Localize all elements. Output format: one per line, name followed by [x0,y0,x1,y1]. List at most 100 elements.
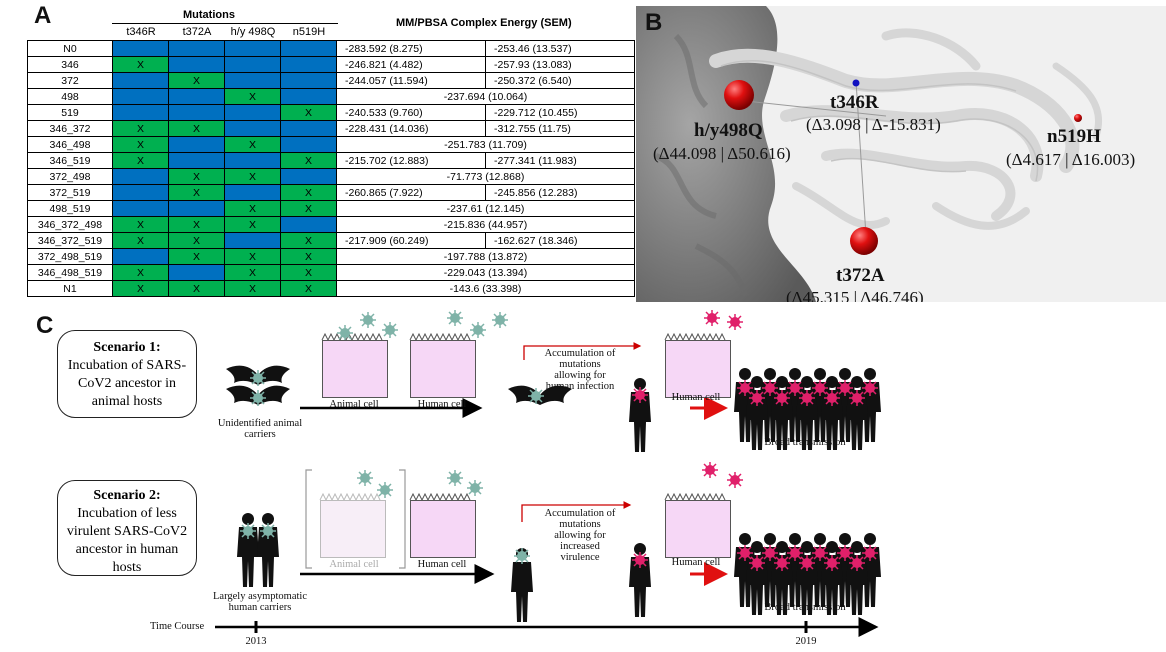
t372a-delta: (Δ45.315 | Δ46.746) [786,288,924,302]
s1-animal-cell [322,340,388,398]
mutation-cell [280,40,337,57]
panel-c-label: C [36,312,54,339]
mutation-header-519: n519H [292,26,326,38]
row-name: 346_519 [27,152,113,169]
mutation-header-346: t346R [126,26,156,38]
mutations-title: Mutations [183,9,235,21]
mutation-cell [224,104,281,121]
mutation-cell [224,72,281,89]
mutation-cell [280,88,337,105]
row-name: 372_498_519 [27,248,113,265]
scenario-1-line: CoV2 ancestor in [78,376,176,391]
mutation-cell: X [112,136,169,153]
mutation-cell [280,216,337,233]
n519h-label: n519H [1047,126,1101,147]
s1-broad-label: Broad transmission [764,437,846,448]
scenario-2-line: hosts [112,560,142,575]
mutation-cell [112,248,169,265]
scenario-1-line: Incubation of SARS- [67,358,187,373]
s1-animal-cell-label: Animal cell [329,399,379,410]
mutation-cell [112,88,169,105]
scenario-2-line: ancestor in human [75,542,179,557]
scenario-2-box: Scenario 2: Incubation of less virulent … [57,480,197,576]
accum-line: Accumulation of [544,348,616,359]
mutation-cell [168,136,225,153]
mutation-cell [168,40,225,57]
s1-human-cell [410,340,476,398]
s1-human-cell-2-label: Human cell [671,392,721,403]
residue-519-sphere [1074,114,1082,122]
energy-cell: -246.821 (4.482) [336,56,486,73]
s1-human-cell-label: Human cell [417,399,467,410]
timeline-end: 2019 [795,636,817,647]
s1-carriers-label: Unidentified animal carriers [205,418,315,440]
mutation-cell: X [168,280,225,297]
row-name: 498 [27,88,113,105]
row-name: 519 [27,104,113,121]
mutation-cell [168,104,225,121]
s2-broad-label: Broad transmission [764,602,846,613]
mutation-cell: X [280,200,337,217]
accum-line: mutations [559,359,601,370]
mutation-cell: X [112,120,169,137]
s2-human-cell-2-label: Human cell [671,557,721,568]
s2-human-cell-2 [665,500,731,558]
carriers-line: carriers [244,429,276,440]
s2-accum-label: Accumulation of mutations allowing for i… [530,508,630,563]
mutation-cell [112,184,169,201]
table-row: N0-283.592 (8.275)-253.46 (13.537) [27,40,635,57]
mutation-cell: X [280,152,337,169]
mutation-cell [168,200,225,217]
accum-line: allowing for [554,370,606,381]
energy-cell: -240.533 (9.760) [336,104,486,121]
mutation-cell: X [280,280,337,297]
energy-cell: -283.592 (8.275) [336,40,486,57]
residue-372-sphere [850,227,878,255]
mutation-cell: X [224,216,281,233]
t346r-delta: (Δ3.098 | Δ-15.831) [806,115,941,134]
residue-498-sphere [724,80,754,110]
mutation-cell: X [280,264,337,281]
mutation-cell: X [168,168,225,185]
energy-title: MM/PBSA Complex Energy (SEM) [396,17,572,29]
mutation-cell [112,168,169,185]
mutation-cell: X [224,280,281,297]
mutation-cell: X [112,264,169,281]
mutation-header-498: h/y 498Q [230,26,276,38]
accum-line: Accumulation of [544,508,616,519]
mutations-title-underline [112,23,338,24]
t372a-label: t372A [836,265,885,286]
mutation-cell: X [112,56,169,73]
mutation-cell: X [280,104,337,121]
s1-human-cell-2 [665,340,731,398]
energy-cell: -277.341 (11.983) [485,152,635,169]
scenario-1-line: animal hosts [91,394,163,409]
carriers-line: Unidentified animal [217,418,303,429]
energy-cell: -229.043 (13.394) [336,264,635,281]
accum-line: human infection [545,381,615,392]
mutation-cell: X [112,232,169,249]
s2-human-cell [410,500,476,558]
mutation-cell [112,200,169,217]
mutation-cell: X [168,216,225,233]
s2-human-cell-label: Human cell [417,559,467,570]
s2-animal-cell-label: Animal cell [329,559,379,570]
s1-accum-label: Accumulation of mutations allowing for h… [530,348,630,392]
protein-structure-panel: B t346R (Δ3.098 | Δ-15.831) h/y498Q (Δ44… [636,6,1166,302]
mutation-cell: X [280,232,337,249]
accum-line: virulence [560,552,600,563]
panel-a-label: A [34,2,52,29]
panel-b-label: B [645,9,663,36]
scenario-2-line: virulent SARS-CoV2 [66,524,188,539]
